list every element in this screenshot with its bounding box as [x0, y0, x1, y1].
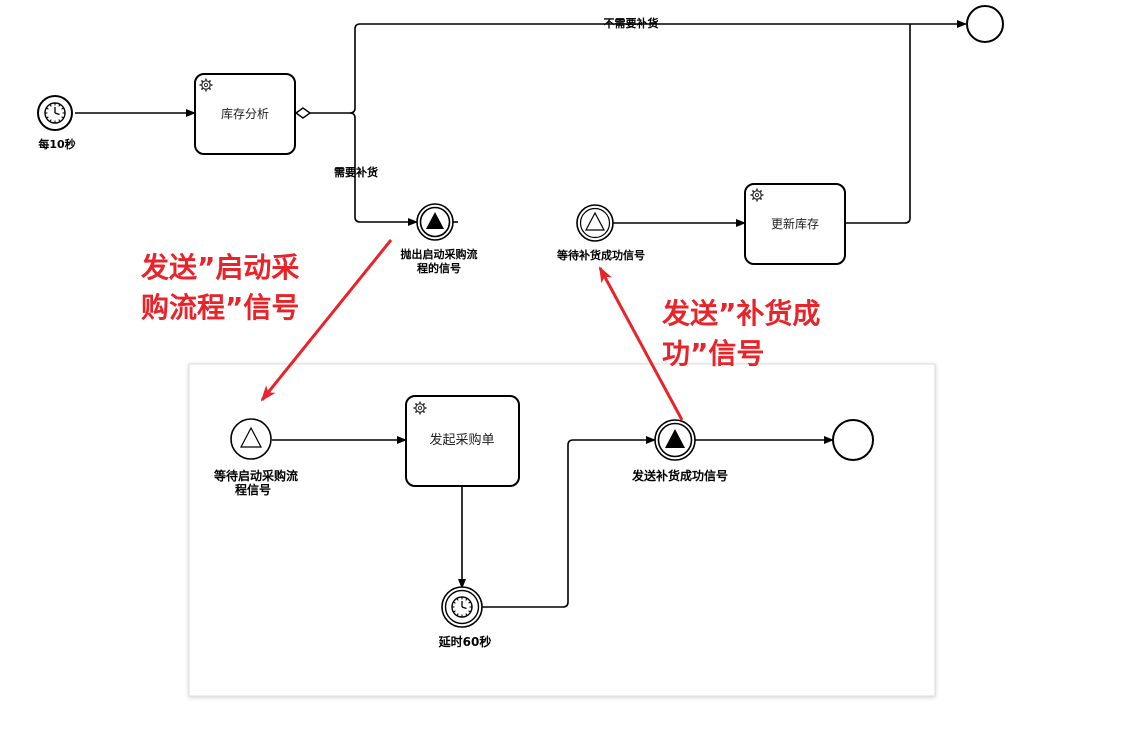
main-flows	[75, 20, 967, 227]
signal-start-label-2: 程信号	[235, 482, 271, 497]
flow-label-no-restock: 不需要补货	[604, 16, 659, 30]
intermediate-catch-signal[interactable]	[576, 204, 614, 242]
catch-signal-label: 等待补货成功信号	[556, 248, 645, 262]
flow-need-restock[interactable]	[349, 112, 418, 226]
annotation-send-success-1: 发送”补货成	[661, 297, 820, 330]
annotation-arrow-start-signal	[260, 239, 393, 402]
signal-triangle-filled-icon	[426, 212, 444, 229]
timer-start-label: 每10秒	[38, 137, 75, 151]
sub-flows	[272, 436, 834, 608]
clock-icon	[451, 596, 473, 618]
clock-icon	[44, 102, 66, 124]
sub-process-panel	[188, 363, 936, 697]
throw-signal-label-2: 程的信号	[417, 261, 461, 275]
signal-triangle-filled-icon	[665, 429, 685, 448]
task-inventory-analysis-label: 库存分析	[221, 106, 269, 121]
intermediate-throw-signal[interactable]	[416, 203, 454, 241]
timer-label: 延时60秒	[438, 634, 492, 649]
annotation-arrow-success-signal	[598, 266, 684, 421]
flow-timer-to-throw[interactable]	[482, 436, 656, 608]
annotation-send-success-2: 功”信号	[662, 337, 764, 370]
conditional-flow-marker	[294, 107, 312, 119]
annotation-send-start-1: 发送”启动采	[140, 251, 299, 284]
task-create-purchase-label: 发起采购单	[429, 432, 494, 448]
flow-no-restock[interactable]	[340, 20, 967, 114]
timer-start-event[interactable]	[37, 95, 73, 131]
throw-signal-label-1: 抛出启动采购流	[401, 247, 478, 261]
signal-start-label-1: 等待启动采购流	[213, 468, 298, 483]
intermediate-timer-event[interactable]	[441, 586, 483, 628]
signal-triangle-icon	[585, 211, 605, 231]
signal-triangle-icon	[240, 426, 262, 448]
task-create-purchase[interactable]: 发起采购单	[405, 395, 520, 487]
end-event-main[interactable]	[966, 5, 1004, 43]
annotation-send-start-2: 购流程”信号	[141, 291, 299, 324]
flow-update-to-end[interactable]	[845, 24, 911, 224]
throw-success-label: 发送补货成功信号	[631, 468, 728, 483]
end-event-sub[interactable]	[832, 419, 874, 461]
signal-start-event[interactable]	[230, 418, 272, 460]
throw-signal-event[interactable]	[654, 419, 696, 461]
task-update-inventory-label: 更新库存	[771, 216, 819, 231]
task-inventory-analysis[interactable]: 库存分析	[194, 73, 296, 155]
flow-label-need-restock: 需要补货	[334, 165, 378, 179]
task-update-inventory[interactable]: 更新库存	[744, 183, 846, 265]
